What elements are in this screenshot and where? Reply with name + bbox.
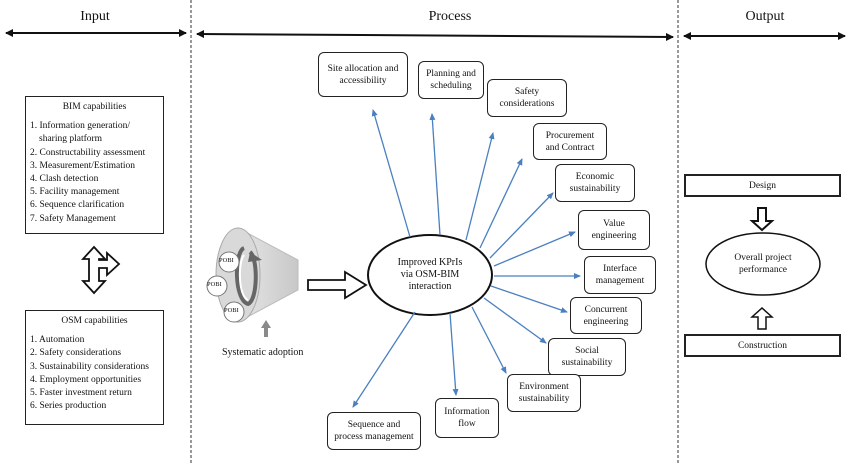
kpi-line: sustainability bbox=[569, 184, 621, 194]
list-item: 3. Measurement/Estimation bbox=[30, 160, 136, 171]
construction-up-arrow bbox=[750, 306, 774, 330]
bim-capabilities-title: BIM capabilities bbox=[62, 102, 127, 112]
systematic-adoption-label: Systematic adoption bbox=[222, 347, 304, 358]
bim-capabilities-list: 1. Information generation/ sharing platf… bbox=[26, 120, 163, 226]
pobi-label-3: POBI bbox=[224, 307, 239, 314]
kpi-economic: Economic sustainability bbox=[555, 164, 635, 202]
list-item: 3. Sustainability considerations bbox=[30, 361, 150, 372]
arrow-to-economic bbox=[489, 192, 554, 259]
kpi-social: Social sustainability bbox=[548, 338, 626, 376]
bim-osm-arrow bbox=[80, 245, 121, 295]
kpi-line: Value bbox=[603, 219, 625, 229]
pobi-circle-1 bbox=[218, 251, 240, 273]
list-item: sharing platform bbox=[39, 134, 103, 145]
process-header-arrow bbox=[196, 30, 674, 41]
arrow-to-value bbox=[493, 231, 576, 267]
arrow-to-social bbox=[483, 297, 547, 344]
kpi-line: process management bbox=[334, 432, 414, 442]
kpi-environment: Environment sustainability bbox=[507, 374, 581, 412]
kpi-line: Information bbox=[444, 407, 490, 417]
arrow-to-concurrent bbox=[490, 285, 568, 313]
kpi-line: Environment bbox=[519, 382, 569, 392]
kpi-line: Procurement bbox=[545, 130, 595, 141]
funnel-to-center-arrow bbox=[307, 270, 368, 300]
kpi-information-flow: Information flow bbox=[435, 398, 499, 438]
list-item: 1. Information generation/ bbox=[30, 121, 130, 132]
center-line-3: interaction bbox=[408, 281, 452, 292]
pobi-label-1: POBI bbox=[219, 257, 234, 264]
output-line-1: Overall project bbox=[734, 253, 792, 263]
list-item: 7. Safety Management bbox=[30, 213, 116, 224]
arrow-to-information bbox=[449, 312, 459, 396]
design-box: Design bbox=[684, 174, 841, 197]
kpi-line: Economic bbox=[575, 172, 615, 182]
output-header: Output bbox=[745, 9, 785, 24]
output-line-2: performance bbox=[739, 265, 787, 275]
center-line-1: Improved KPrIs bbox=[397, 257, 463, 268]
adoption-arrow bbox=[261, 320, 271, 337]
arrow-to-environment bbox=[471, 306, 507, 374]
overall-performance-label: Overall project performance bbox=[712, 249, 814, 279]
kpi-line: sustainability bbox=[561, 358, 613, 368]
list-item: 2. Constructability assessment bbox=[30, 147, 146, 158]
kpi-line: management bbox=[595, 276, 645, 286]
list-item: 5. Faster investment return bbox=[30, 388, 132, 399]
osm-capabilities-list: 1. Automation 2. Safety considerations 3… bbox=[26, 334, 163, 413]
kpi-line: Sequence and bbox=[347, 420, 401, 430]
arrow-to-safety bbox=[465, 132, 495, 241]
pobi-label-2: POBI bbox=[207, 281, 222, 288]
kpi-line: Concurrent bbox=[584, 304, 628, 315]
kpi-line: and Contract bbox=[545, 142, 595, 153]
kpi-line: Safety bbox=[514, 87, 540, 97]
kpi-line: considerations bbox=[499, 99, 555, 109]
kpi-line: engineering bbox=[591, 231, 637, 241]
kpi-line: Site allocation and bbox=[327, 63, 399, 74]
kpi-line: Social bbox=[575, 346, 599, 356]
arrow-to-planning bbox=[429, 113, 441, 236]
kpi-line: scheduling bbox=[430, 81, 472, 91]
osm-capabilities-title: OSM capabilities bbox=[61, 316, 128, 326]
center-line-2: via OSM-BIM bbox=[400, 269, 460, 280]
center-label: Improved KPrIs via OSM-BIM interaction bbox=[372, 252, 488, 298]
pobi-circle-3 bbox=[223, 301, 245, 323]
kpi-line: Interface bbox=[603, 264, 637, 274]
arrow-to-procurement bbox=[479, 158, 523, 249]
list-item: 6. Sequence clarification bbox=[30, 200, 125, 211]
output-ellipse bbox=[705, 232, 821, 296]
kpi-value-engineering: Value engineering bbox=[578, 210, 650, 250]
arrow-to-sequence bbox=[352, 311, 416, 408]
list-item: 6. Series production bbox=[30, 401, 107, 412]
kpi-planning: Planning and scheduling bbox=[418, 61, 484, 99]
list-item: 2. Safety considerations bbox=[30, 348, 122, 359]
pobi-circle-2 bbox=[206, 275, 228, 297]
kpi-line: sustainability bbox=[518, 394, 570, 404]
list-item: 5. Facility management bbox=[30, 187, 120, 198]
kpi-line: accessibility bbox=[339, 75, 387, 86]
osm-capabilities-box: OSM capabilities 1. Automation 2. Safety… bbox=[25, 310, 164, 425]
kpi-line: Planning and bbox=[426, 69, 476, 79]
construction-box: Construction bbox=[684, 334, 841, 357]
kpi-safety: Safety considerations bbox=[487, 79, 567, 117]
process-header: Process bbox=[428, 9, 472, 24]
input-header: Input bbox=[80, 9, 110, 24]
kpi-line: engineering bbox=[583, 316, 629, 327]
arrow-to-site bbox=[371, 109, 411, 238]
center-ellipse bbox=[367, 234, 493, 316]
list-item: 1. Automation bbox=[30, 335, 85, 346]
list-item: 4. Employment opportunities bbox=[30, 374, 142, 385]
bim-capabilities-box: BIM capabilities 1. Information generati… bbox=[25, 96, 164, 234]
design-down-arrow bbox=[749, 207, 775, 232]
kpi-interface: Interface management bbox=[584, 256, 656, 294]
kpi-line: flow bbox=[458, 419, 476, 429]
kpi-sequence: Sequence and process management bbox=[327, 412, 421, 450]
list-item: 4. Clash detection bbox=[30, 174, 99, 185]
